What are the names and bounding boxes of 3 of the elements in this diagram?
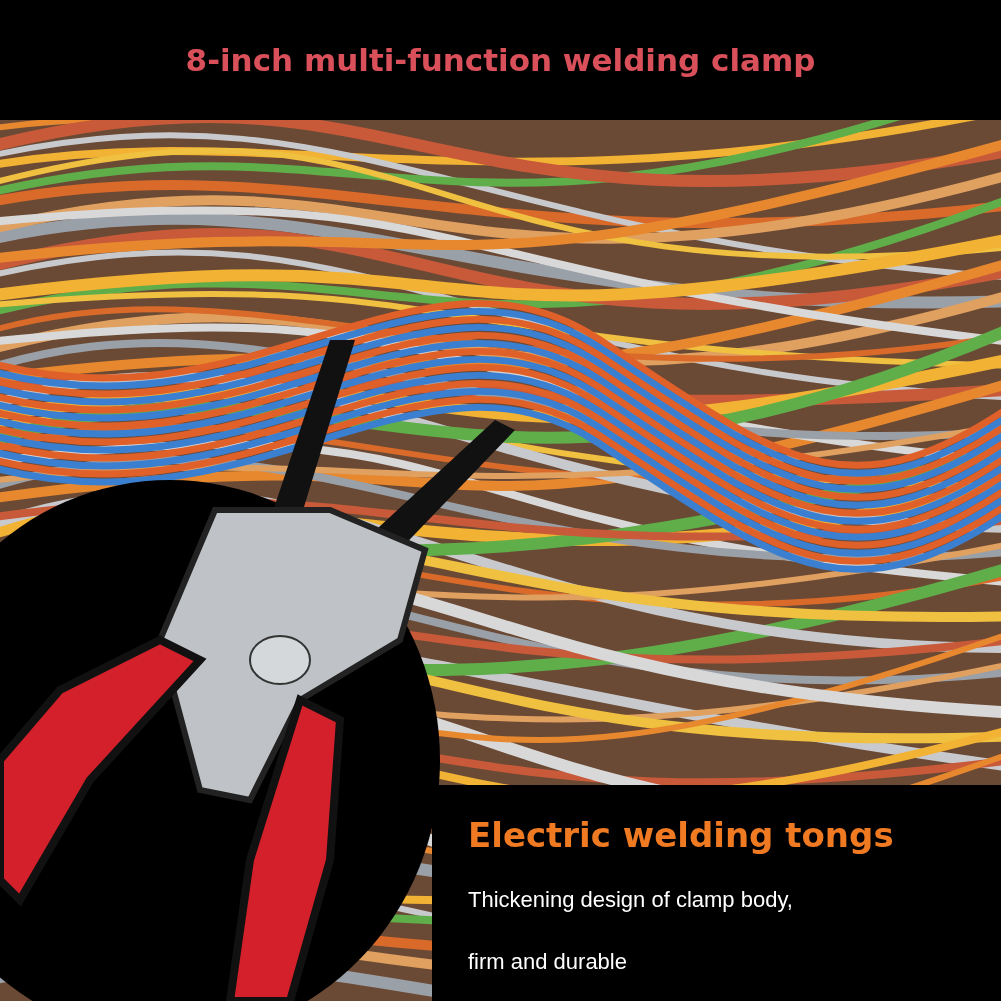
description: Thickening design of clamp body, firm and durable <box>468 886 794 976</box>
heading: Electric welding tongs <box>468 815 894 855</box>
title: 8-inch multi-function welding clamp <box>184 42 817 78</box>
